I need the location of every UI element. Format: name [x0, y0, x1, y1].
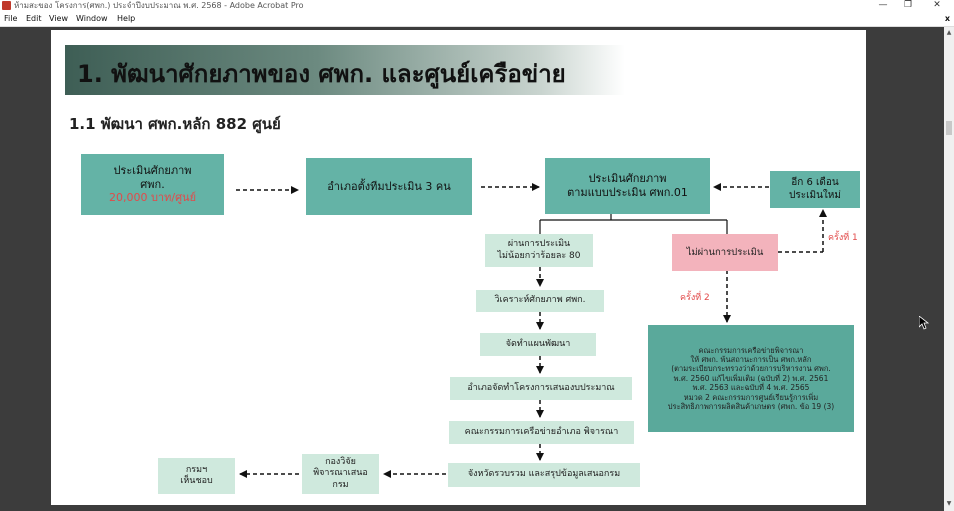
- box-assess-form: ประเมินศักยภาพ ตามแบบประเมิน ศพก.01: [545, 158, 710, 214]
- box-district-team: อำเภอตั้งทีมประเมิน 3 คน: [306, 158, 472, 215]
- box-assess-line2: ศพก.: [140, 177, 165, 191]
- slide-subtitle: 1.1 พัฒนา ศพก.หลัก 882 ศูนย์: [69, 115, 281, 133]
- box-division-line3: กรม: [332, 479, 349, 490]
- menu-view[interactable]: View: [49, 14, 68, 23]
- box-fail-label: ไม่ผ่านการประเมิน: [686, 246, 764, 258]
- slide-banner: 1. พัฒนาศักยภาพของ ศพก. และศูนย์เครือข่า…: [65, 45, 625, 95]
- step-province: จังหวัดรวบรวม และสรุปข้อมูลเสนอกรม: [448, 463, 640, 487]
- close-document-button[interactable]: x: [944, 14, 950, 23]
- box-division-line1: กองวิจัย: [325, 457, 356, 468]
- box-pass-line1: ผ่านการประเมิน: [507, 239, 571, 250]
- box-reassess-line1: อีก 6 เดือน: [791, 177, 839, 188]
- mouse-cursor-icon: [919, 316, 929, 330]
- box-reassess: อีก 6 เดือน ประเมินใหม่: [770, 171, 860, 208]
- step-project-label: อำเภอจัดทำโครงการเสนองบประมาณ: [467, 382, 615, 393]
- box-fail: ไม่ผ่านการประเมิน: [672, 234, 778, 271]
- step-plan: จัดทำแผนพัฒนา: [480, 333, 596, 356]
- slide-banner-title: 1. พัฒนาศักยภาพของ ศพก. และศูนย์เครือข่า…: [77, 60, 566, 88]
- box-form-line2: ตามแบบประเมิน ศพก.01: [567, 186, 688, 199]
- vertical-scrollbar[interactable]: ▲ ▼: [944, 27, 954, 511]
- step-committee: คณะกรรมการเครือข่ายอำเภอ พิจารณา: [449, 421, 634, 444]
- scroll-up-icon[interactable]: ▲: [946, 29, 952, 36]
- step-project: อำเภอจัดทำโครงการเสนองบประมาณ: [450, 377, 632, 400]
- scroll-down-icon[interactable]: ▼: [946, 500, 952, 507]
- box-team-label: อำเภอตั้งทีมประเมิน 3 คน: [327, 179, 451, 193]
- label-second-time: ครั้งที่ 2: [680, 293, 710, 303]
- note-line5: พ.ศ. 2563 และฉบับที่ 4 พ.ศ. 2565: [692, 383, 810, 393]
- menu-file[interactable]: File: [4, 14, 18, 23]
- box-pass-line2: ไม่น้อยกว่าร้อยละ 80: [497, 250, 581, 261]
- step-committee-label: คณะกรรมการเครือข่ายอำเภอ พิจารณา: [464, 426, 619, 437]
- box-assess-potential: ประเมินศักยภาพ ศพก. 20,000 บาท/ศูนย์: [81, 154, 224, 215]
- restore-button[interactable]: ❐: [903, 0, 913, 10]
- note-line3: (ตามระเบียบกระทรวงว่าด้วยการบริหารงาน ศพ…: [671, 364, 831, 374]
- acrobat-app-icon: [2, 1, 11, 10]
- menu-help[interactable]: Help: [117, 14, 136, 23]
- minimize-button[interactable]: —: [878, 0, 888, 10]
- step-province-label: จังหวัดรวบรวม และสรุปข้อมูลเสนอกรม: [467, 469, 621, 480]
- step-plan-label: จัดทำแผนพัฒนา: [505, 338, 571, 349]
- pdf-page: 1. พัฒนาศักยภาพของ ศพก. และศูนย์เครือข่า…: [51, 30, 866, 505]
- close-window-button[interactable]: ✕: [933, 0, 941, 10]
- box-research-division: กองวิจัย พิจารณาเสนอ กรม: [302, 454, 379, 494]
- note-line6: หมวด 2 คณะกรรมการศูนย์เรียนรู้การเพิ่ม: [683, 392, 819, 402]
- note-line4: พ.ศ. 2560 แก้ไขเพิ่มเติม (ฉบับที่ 2) พ.ศ…: [673, 373, 829, 383]
- box-reassess-line2: ประเมินใหม่: [788, 189, 841, 201]
- window-title: ห้ามสะของ โครงการ(ศพก.) ประจำปีงบประมาณ …: [14, 1, 304, 10]
- box-assess-line1: ประเมินศักยภาพ: [113, 163, 192, 177]
- step-analyze-label: วิเคราะห์ศักยภาพ ศพก.: [494, 295, 586, 306]
- box-assess-budget: 20,000 บาท/ศูนย์: [108, 191, 197, 205]
- note-line2: ให้ ศพก. พ้นสถานะการเป็น ศพก.หลัก: [690, 355, 812, 365]
- label-first-time: ครั้งที่ 1: [828, 233, 858, 243]
- box-committee-note: คณะกรรมการเครือข่ายพิจารณา ให้ ศพก. พ้นส…: [648, 325, 854, 432]
- menu-bar: File Edit View Window Help x: [0, 11, 954, 27]
- flow-arrows: [236, 183, 827, 478]
- box-pass: ผ่านการประเมิน ไม่น้อยกว่าร้อยละ 80: [485, 234, 593, 267]
- box-division-line2: พิจารณาเสนอ: [313, 468, 368, 479]
- menu-window[interactable]: Window: [76, 14, 108, 23]
- menu-edit[interactable]: Edit: [26, 14, 42, 23]
- note-line1: คณะกรรมการเครือข่ายพิจารณา: [698, 345, 804, 355]
- title-bar: ห้ามสะของ โครงการ(ศพก.) ประจำปีงบประมาณ …: [0, 0, 954, 11]
- box-dept-line2: เห็นชอบ: [180, 476, 213, 486]
- step-analyze: วิเคราะห์ศักยภาพ ศพก.: [476, 290, 604, 312]
- box-dept-line1: กรมฯ: [185, 464, 208, 475]
- note-line7: ประสิทธิภาพการผลิตสินค้าเกษตร (ศพก. ข้อ …: [667, 401, 835, 411]
- scroll-thumb[interactable]: [946, 121, 952, 135]
- box-department: กรมฯ เห็นชอบ: [158, 458, 235, 494]
- box-form-line1: ประเมินศักยภาพ: [588, 172, 667, 186]
